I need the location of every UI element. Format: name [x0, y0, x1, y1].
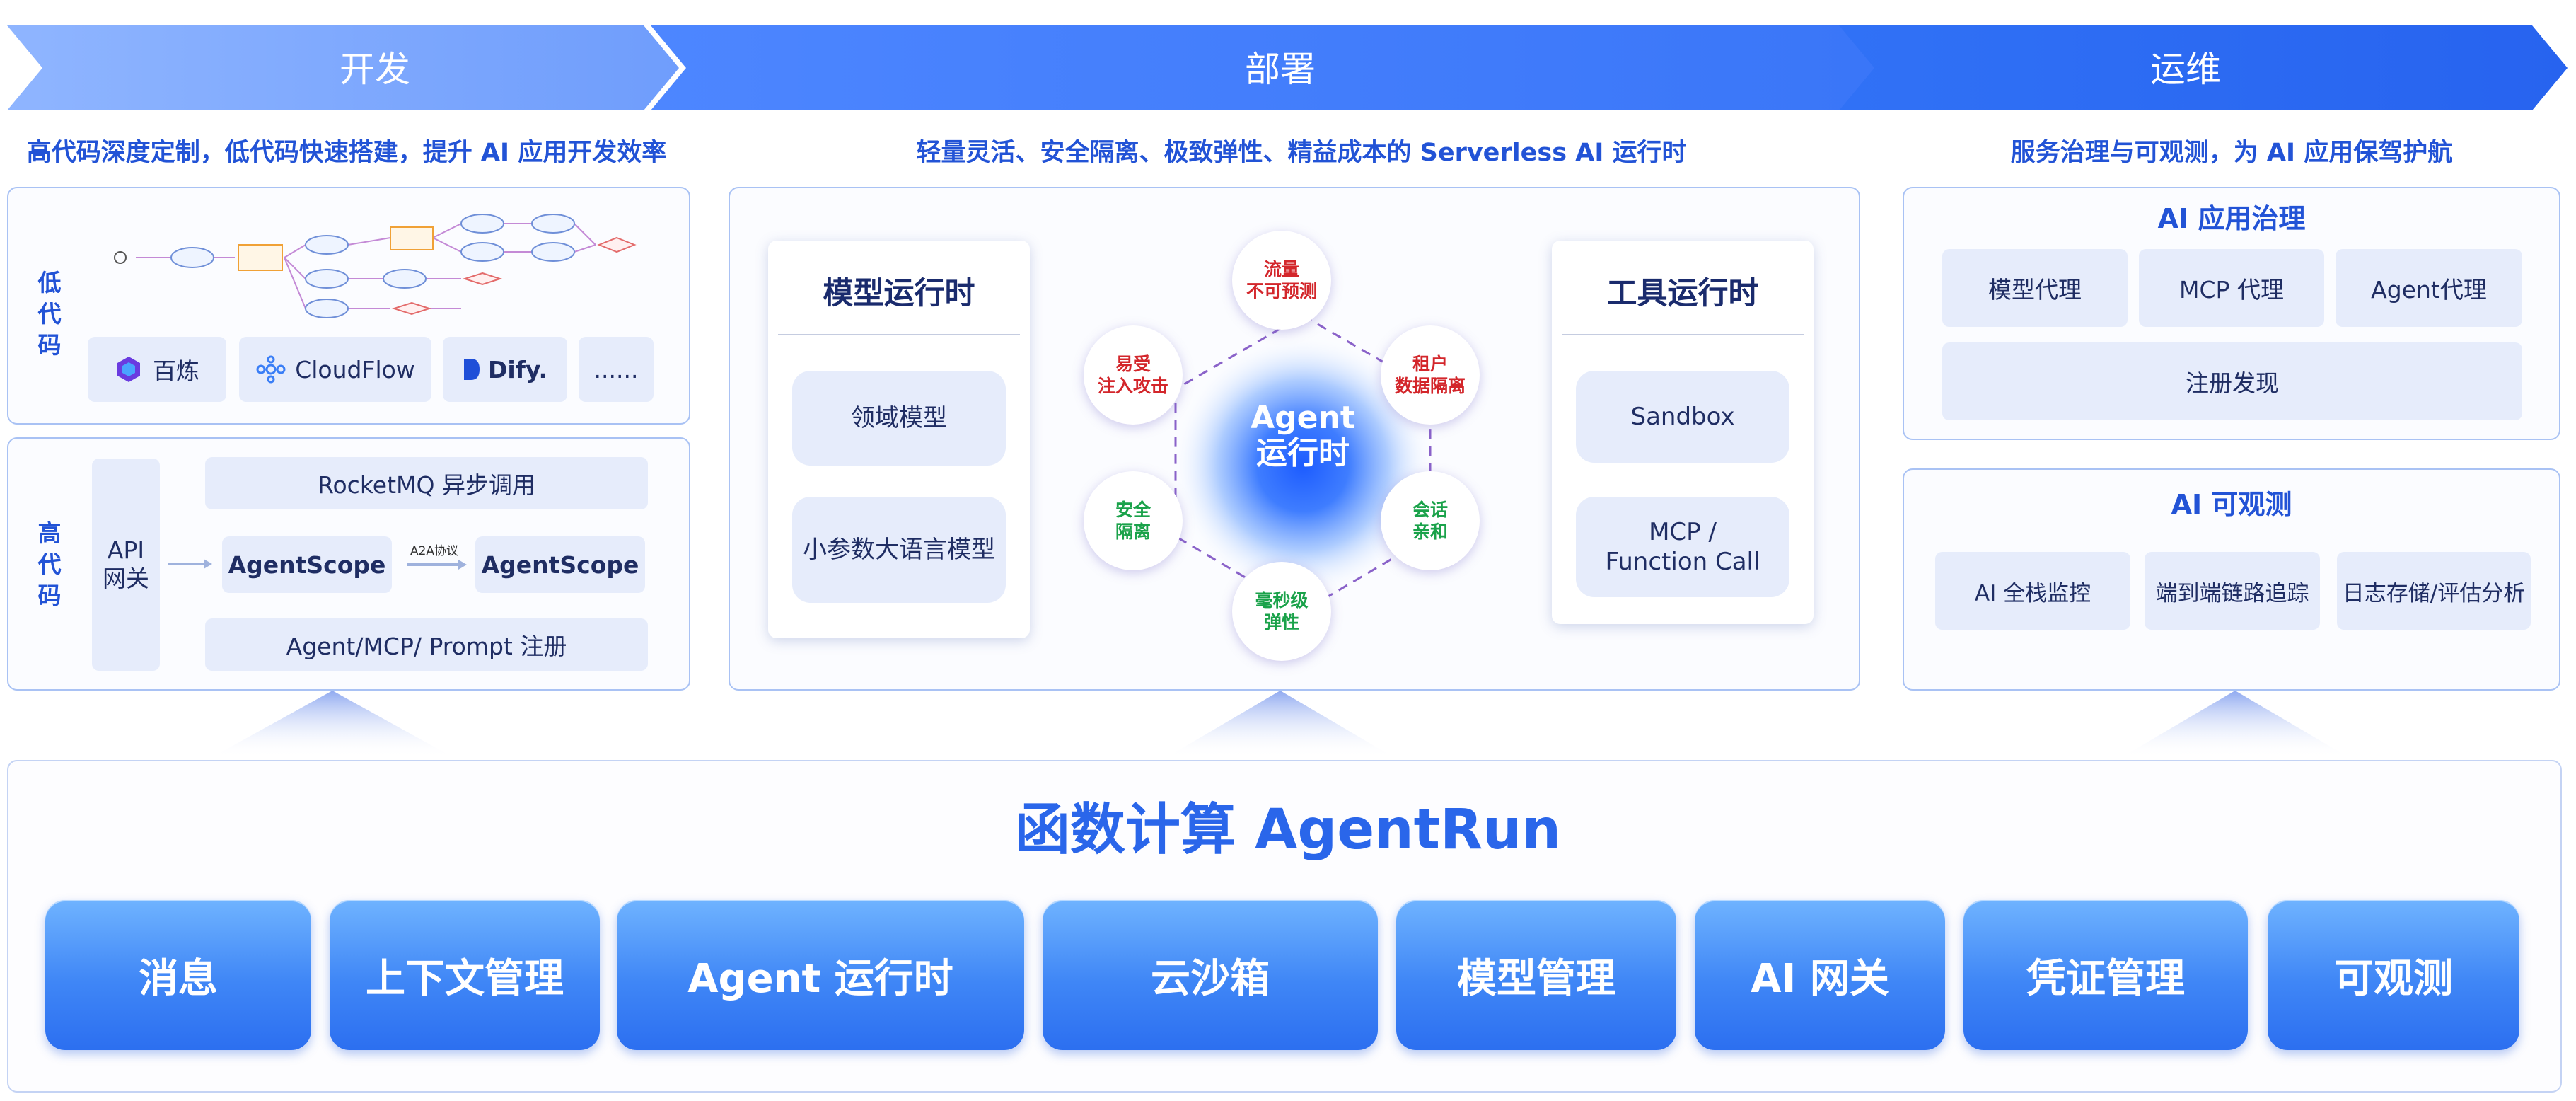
lowcode-panel: 低代码 百炼 [7, 187, 690, 425]
ai-governance-panel: AI 应用治理 模型代理 MCP 代理 Agent代理 注册发现 [1903, 187, 2560, 440]
service-context-management[interactable]: 上下文管理 [330, 900, 600, 1050]
observability-e2e-tracing[interactable]: 端到端链路追踪 [2145, 552, 2320, 630]
subtitle-deploy: 轻量灵活、安全隔离、极致弹性、精益成本的 Serverless AI 运行时 [916, 139, 1687, 167]
agent-mcp-prompt-registry[interactable]: Agent/MCP/ Prompt 注册 [205, 618, 648, 671]
support-arrow-dev [212, 691, 453, 757]
governance-service-discovery[interactable]: 注册发现 [1942, 342, 2522, 420]
cloudflow-logo-icon [256, 355, 286, 384]
platform-bailian[interactable]: 百炼 [88, 337, 226, 402]
risk-node-tenant-data-isolation: 租户数据隔离 [1381, 325, 1480, 425]
risk-node-unpredictable-traffic: 流量不可预测 [1232, 231, 1331, 330]
support-arrow-deploy [1167, 691, 1393, 757]
phase-chevron-band [7, 25, 2568, 110]
service-credential-management[interactable]: 凭证管理 [1963, 900, 2248, 1050]
subtitle-ops: 服务治理与可观测，为 AI 应用保驾护航 [2010, 139, 2453, 167]
governance-agent-proxy[interactable]: Agent代理 [2336, 249, 2522, 327]
tool-runtime-card: 工具运行时 Sandbox MCP / Function Call [1552, 241, 1814, 624]
governance-model-proxy[interactable]: 模型代理 [1942, 249, 2128, 327]
phase-chevron-dev [7, 25, 679, 110]
phase-label-deploy: 部署 [1245, 49, 1316, 90]
ai-observability-title: AI 可观测 [2171, 489, 2292, 520]
model-runtime-divider [778, 334, 1020, 335]
support-arrow-ops [2122, 691, 2348, 757]
model-runtime-title: 模型运行时 [823, 276, 975, 311]
model-runtime-item-small-llm[interactable]: 小参数大语言模型 [792, 497, 1006, 603]
phase-label-dev: 开发 [340, 49, 410, 90]
phase-chevron-deploy [651, 25, 1874, 110]
agentscope-right[interactable]: AgentScope [475, 536, 645, 593]
highcode-panel: 高代码 API 网关 RocketMQ 异步调用 AgentScope Agen… [7, 437, 690, 691]
benefit-node-security-isolation: 安全隔离 [1084, 471, 1183, 570]
lowcode-label: 低代码 [37, 269, 62, 359]
ai-observability-panel: AI 可观测 AI 全栈监控 端到端链路追踪 日志存储/评估分析 [1903, 468, 2560, 691]
deploy-panel: 模型运行时 领域模型 小参数大语言模型 Agent 运行时 流量不可预测 租户数… [729, 187, 1860, 691]
agentrun-platform-title: 函数计算 AgentRun [1014, 798, 1562, 862]
tool-runtime-item-sandbox[interactable]: Sandbox [1576, 371, 1789, 463]
tool-runtime-divider [1562, 334, 1804, 335]
service-agent-runtime[interactable]: Agent 运行时 [617, 900, 1024, 1050]
tool-runtime-title: 工具运行时 [1606, 276, 1759, 311]
agent-runtime-glow [1172, 335, 1434, 596]
observability-log-storage-eval[interactable]: 日志存储/评估分析 [2337, 552, 2531, 630]
workflow-diagram-thumbnail [114, 214, 637, 318]
model-runtime-item-domain[interactable]: 领域模型 [792, 371, 1006, 466]
benefit-node-ms-elasticity: 毫秒级弹性 [1232, 562, 1331, 661]
governance-mcp-proxy[interactable]: MCP 代理 [2139, 249, 2324, 327]
a2a-arrow-icon [407, 560, 467, 570]
bailian-logo-icon [117, 357, 140, 382]
model-runtime-card: 模型运行时 领域模型 小参数大语言模型 [768, 241, 1030, 638]
dify-logo-icon [463, 359, 480, 380]
service-ai-gateway[interactable]: AI 网关 [1695, 900, 1945, 1050]
service-observability[interactable]: 可观测 [2268, 900, 2519, 1050]
platform-dify[interactable]: Dify. [443, 337, 567, 402]
risk-node-injection-attack: 易受注入攻击 [1084, 325, 1183, 425]
gateway-arrow-icon [168, 559, 212, 569]
platform-more[interactable]: ...... [579, 337, 654, 402]
a2a-protocol-label: A2A协议 [410, 544, 459, 558]
service-cloud-sandbox[interactable]: 云沙箱 [1043, 900, 1378, 1050]
observability-full-stack-monitoring[interactable]: AI 全栈监控 [1935, 552, 2130, 630]
platform-support-arrows [212, 691, 2348, 757]
service-model-management[interactable]: 模型管理 [1396, 900, 1676, 1050]
benefit-node-session-affinity: 会话亲和 [1381, 471, 1480, 570]
platform-cloudflow[interactable]: CloudFlow [239, 337, 431, 402]
ai-governance-title: AI 应用治理 [2157, 203, 2306, 234]
agentscope-left[interactable]: AgentScope [222, 536, 392, 593]
phase-label-ops: 运维 [2150, 49, 2221, 90]
rocketmq-async-call[interactable]: RocketMQ 异步调用 [205, 457, 648, 509]
agent-runtime-center-label: Agent 运行时 [1251, 400, 1355, 471]
tool-runtime-item-mcp-function-call[interactable]: MCP / Function Call [1576, 497, 1789, 597]
subtitle-dev: 高代码深度定制，低代码快速搭建，提升 AI 应用开发效率 [26, 139, 667, 167]
highcode-label: 高代码 [37, 519, 62, 609]
phase-chevron-ops [1804, 25, 2568, 110]
service-message[interactable]: 消息 [45, 900, 311, 1050]
api-gateway-block[interactable]: API 网关 [92, 459, 160, 671]
